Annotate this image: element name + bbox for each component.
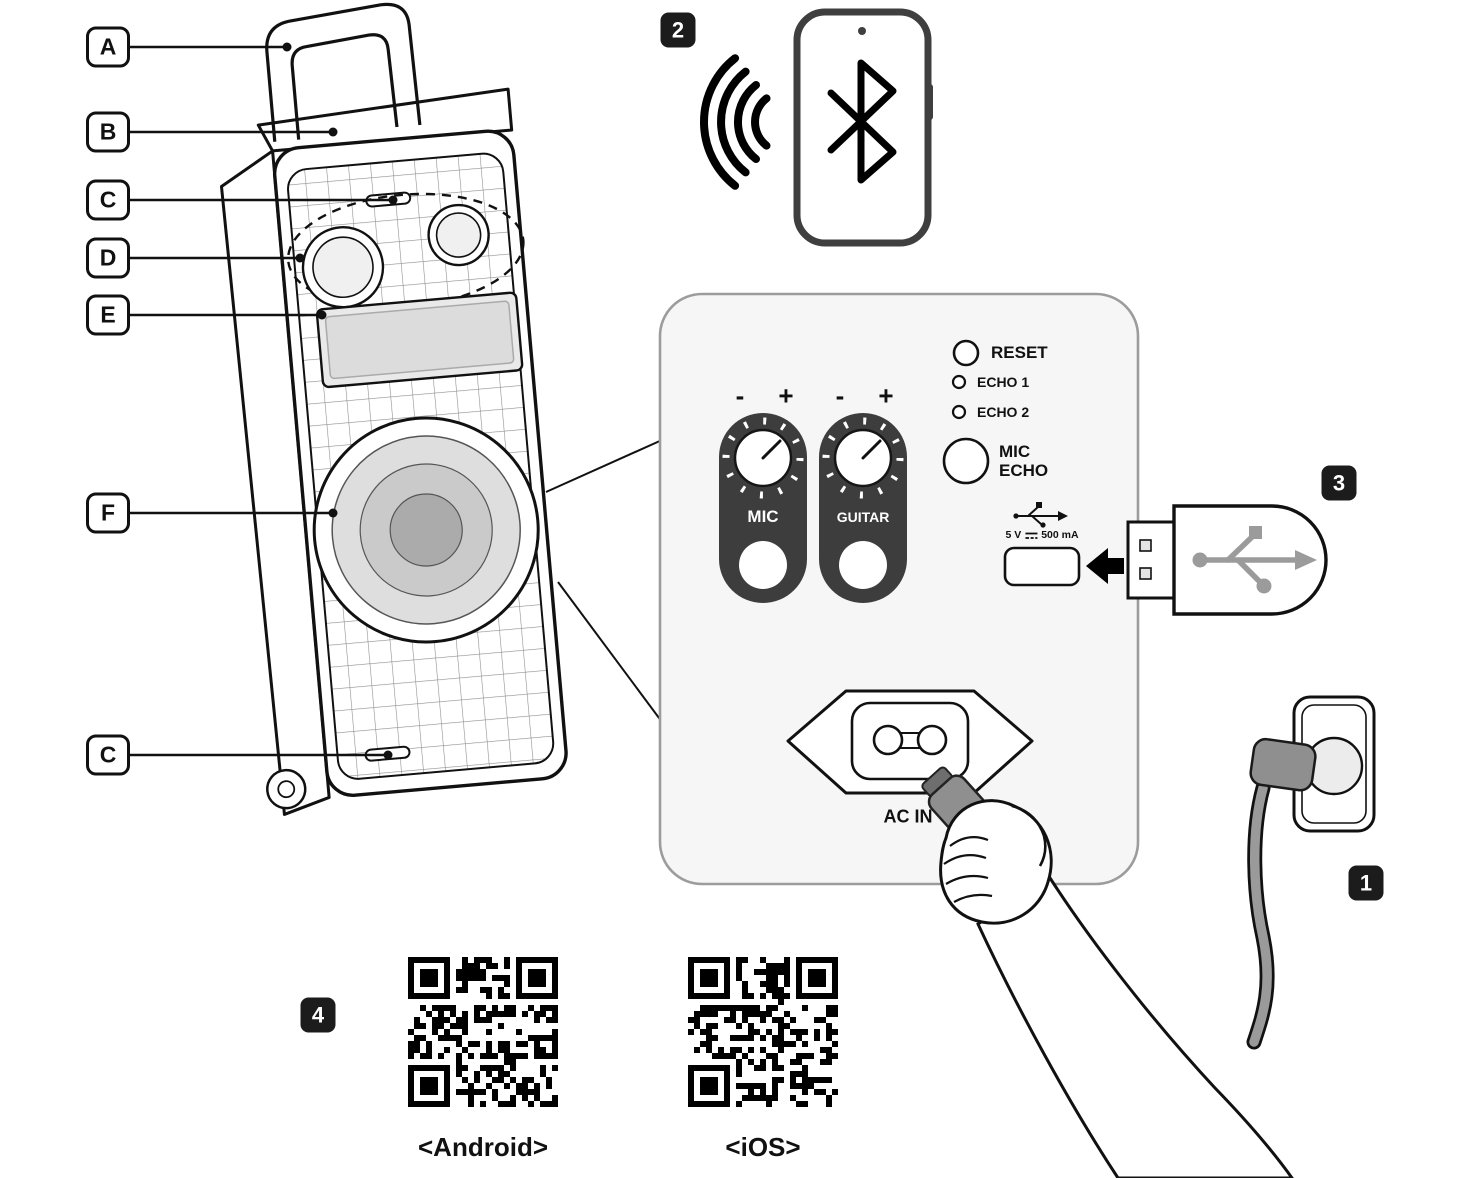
speaker-handle (265, 2, 422, 142)
mic-knob-ticks (722, 417, 804, 499)
mic-knob-pointer (761, 439, 782, 460)
speaker-illustration (219, 2, 568, 816)
guitar-knob-pointer (861, 439, 882, 460)
reset-label: RESET (991, 343, 1048, 362)
callout-f: F (86, 492, 130, 534)
callout-d: D (86, 237, 130, 279)
phone-illustration (700, 8, 933, 247)
echo2-led-icon (951, 404, 967, 420)
fingers (943, 835, 993, 903)
qr-code-android (408, 957, 558, 1107)
step-1-badge: 1 (1348, 865, 1384, 901)
qr-caption-android: <Android> (417, 1132, 549, 1162)
guitar-knob-ticks (822, 417, 904, 499)
phone-camera-dot (858, 27, 866, 35)
usb-port (1003, 546, 1081, 587)
fist (939, 799, 1053, 925)
ac-inlet-group (786, 689, 1034, 795)
reset-button-icon (952, 339, 980, 367)
bluetooth-icon (827, 59, 897, 184)
hand-with-plug (921, 766, 1294, 1178)
echo1-label: ECHO 1 (977, 374, 1030, 390)
phone-side-button (927, 84, 933, 120)
insert-arrow-icon (1086, 548, 1124, 584)
dc-symbol-icon (1025, 532, 1038, 539)
step-2-badge: 2 (660, 12, 696, 48)
mic-minus-label: - (735, 380, 745, 411)
tweeter-zone-dashed (286, 192, 525, 309)
speaker-wheel-hub (277, 780, 296, 799)
callout-b: B (86, 111, 130, 153)
arm (976, 875, 1294, 1178)
mic-label: MIC (747, 507, 779, 526)
callout-c-bottom: C (86, 734, 130, 776)
tweeter-right-inner (435, 212, 482, 258)
step-3-badge: 3 (1321, 465, 1357, 501)
callout-c-top: C (86, 179, 130, 221)
thumb (1011, 804, 1047, 867)
guitar-minus-label: - (835, 380, 845, 411)
usb-stick (1126, 504, 1328, 616)
usb-rating-label: 5 V 500 mA (1005, 529, 1079, 541)
step-4-badge: 4 (300, 997, 336, 1033)
speaker-display-inner (324, 300, 515, 380)
ac-in-label: AC IN (883, 806, 933, 827)
wall-outlet (1246, 695, 1376, 1050)
echo2-label: ECHO 2 (977, 404, 1030, 420)
usb-trident-icon (1192, 526, 1317, 594)
qr-caption-ios: <iOS> (725, 1132, 801, 1162)
usb-symbol-icon (1013, 502, 1068, 528)
callout-wedge (545, 439, 663, 723)
qr-code-ios (688, 957, 838, 1107)
guitar-label: GUITAR (836, 509, 890, 525)
mic-echo-button-icon (942, 437, 990, 485)
guitar-input-jack (839, 541, 887, 589)
echo1-led-icon (951, 374, 967, 390)
callout-e: E (86, 294, 130, 336)
mic-echo-label: MIC ECHO (999, 442, 1049, 480)
guitar-knob-group (819, 413, 907, 603)
tweeter-left-inner (312, 236, 374, 299)
callout-a: A (86, 26, 130, 68)
mic-input-jack (739, 541, 787, 589)
power-plug (1249, 737, 1317, 792)
callout-leader-lines (127, 42, 398, 760)
woofer (312, 416, 540, 644)
guitar-plus-label: + (878, 380, 894, 411)
sound-waves-icon (700, 54, 771, 190)
mic-plus-label: + (778, 380, 794, 411)
mic-knob-group (719, 413, 807, 603)
